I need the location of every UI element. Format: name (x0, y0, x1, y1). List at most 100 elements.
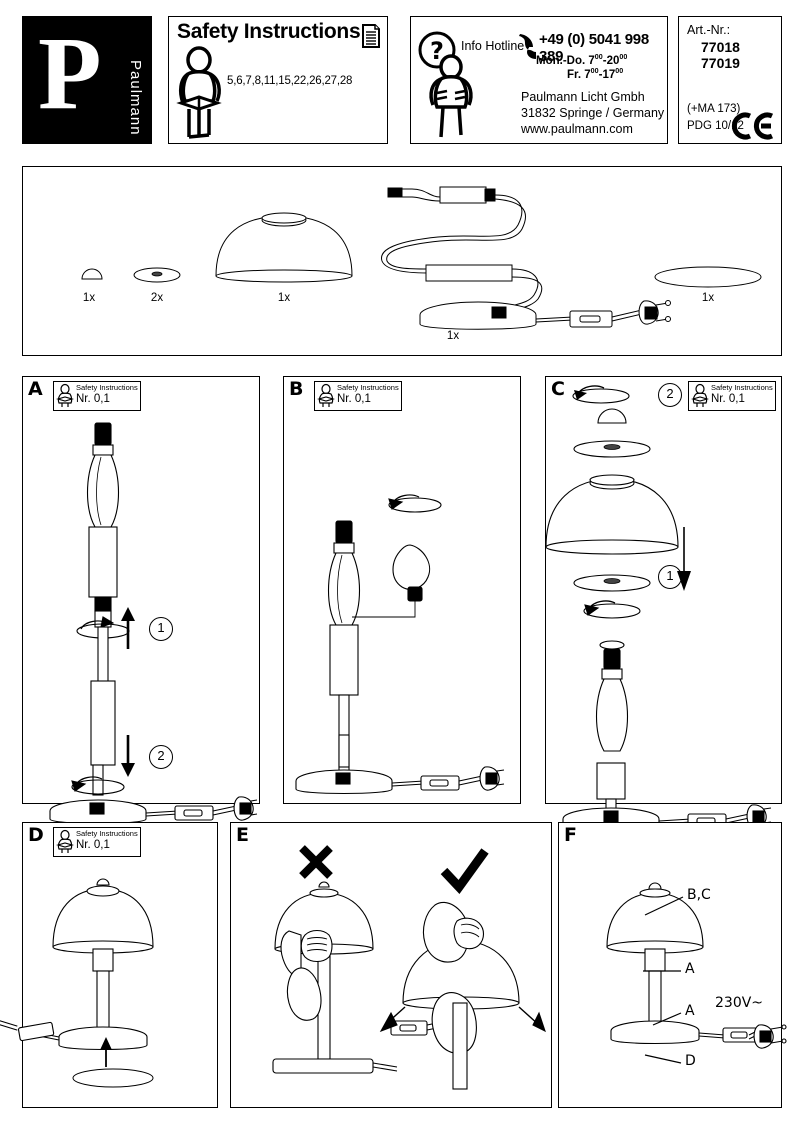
safety-instructions-box: Safety Instructions (168, 16, 388, 144)
part-qty-finial: 1x (82, 292, 96, 304)
telephone-icon (516, 33, 542, 61)
lamp-base-cord-a (49, 764, 258, 825)
safety-person-icon (690, 383, 710, 408)
correct-handling-illustration-e (379, 901, 546, 1090)
company-city: 31832 Springe / Germany (521, 106, 665, 120)
hotline-label: Info Hotline (461, 39, 525, 53)
part-lamp-base-with-cord (381, 186, 671, 330)
hotline-hours-weekday: Mon.-Do. 700-2000 (536, 53, 627, 67)
paulmann-logo: P Paulmann (22, 16, 152, 144)
hours-friday-days: Fr. (567, 68, 582, 81)
assembled-lamp-with-felt-pad-d (0, 878, 154, 1051)
part-finial-cap (81, 268, 103, 280)
hours-friday-from-sup: 00 (590, 67, 599, 75)
wrong-handling-illustration-e (272, 881, 398, 1074)
safety-person-icon (55, 829, 75, 854)
step-number-2-c: 2 (658, 383, 682, 407)
power-plug-f (748, 1024, 787, 1049)
label-shade-f: B,C (687, 887, 711, 903)
hours-weekday-from: 7 (588, 54, 595, 67)
safety-label-title-d: Safety Instructions (76, 829, 138, 838)
voltage-label-f: 230V~ (715, 995, 764, 1011)
safety-label-title-b: Safety Instructions (337, 383, 399, 392)
part-qty-base: 1x (446, 330, 460, 342)
safety-label-title-a: Safety Instructions (76, 383, 138, 392)
safety-label-title-c: Safety Instructions (711, 383, 773, 392)
cross-icon (299, 845, 333, 879)
label-base-f: A (685, 1003, 695, 1019)
hotline-hours-friday: Fr. 700-1700 (567, 67, 623, 81)
article-ma-code: (+MA 173) (687, 103, 741, 115)
panel-letter-d: D (28, 824, 44, 846)
person-reading-icon (175, 46, 227, 139)
company-address: Paulmann Licht Gmbh 31832 Springe / Germ… (521, 89, 664, 137)
safety-person-icon (55, 383, 75, 408)
part-felt-pad (654, 266, 762, 288)
hotline-number: +49 (0) 5041 998 389 (539, 31, 649, 65)
part-qty-washer: 2x (150, 292, 164, 304)
safety-person-icon (316, 383, 336, 408)
safety-label-nr-b: Nr. 0,1 (337, 393, 371, 405)
overview-panel-f: F (558, 822, 787, 1108)
step-number-1-a: 1 (149, 617, 173, 641)
step-panel-d: D Safety Instructions Nr. 0,1 (0, 822, 218, 1108)
article-label: Art.-Nr.: (687, 23, 731, 37)
svg-text:?: ? (430, 37, 444, 65)
company-website: www.paulmann.com (521, 122, 633, 136)
step-panel-c: C Safety Instructions Nr. 0,1 2 (545, 376, 782, 833)
part-qty-felt-pad: 1x (701, 292, 715, 304)
info-hotline-box: ? Info Hotline +49 (0) 5041 998 389 Mon.… (410, 16, 668, 144)
safety-label-nr-c: Nr. 0,1 (711, 393, 745, 405)
lamp-base-cord-b (295, 734, 505, 795)
safety-label-c: Safety Instructions Nr. 0,1 (688, 381, 776, 411)
check-icon (440, 848, 489, 895)
label-felt-pad-f: D (685, 1053, 696, 1069)
hours-weekday-from-sup: 00 (594, 53, 603, 61)
arrow-up-a (121, 607, 135, 649)
ce-mark-icon (731, 112, 775, 140)
hours-weekday-days: Mon.-Do. (536, 54, 586, 67)
article-number-2: 77019 (701, 55, 740, 71)
step-panel-b: B Safety Instructions Nr. 0,1 (283, 376, 521, 804)
panel-letter-f: F (564, 824, 577, 846)
safety-label-nr-a: Nr. 0,1 (76, 393, 110, 405)
shade-assembly-c (545, 408, 679, 752)
safety-title: Safety Instructions (177, 20, 361, 43)
safety-label-d: Safety Instructions Nr. 0,1 (53, 827, 141, 857)
article-number-box: Art.-Nr.: 77018 77019 (+MA 173) PDG 10/1… (678, 16, 782, 144)
safety-label-b: Safety Instructions Nr. 0,1 (314, 381, 402, 411)
article-pdg-code: PDG 10/12 (687, 120, 744, 132)
company-name: Paulmann Licht Gmbh (521, 90, 645, 104)
hours-weekday-to-sup: 00 (619, 53, 628, 61)
panel-letter-a: A (28, 378, 43, 400)
arrow-down-a (121, 735, 135, 777)
safety-reference-numbers: 5,6,7,8,11,15,22,26,27,28 (227, 75, 353, 87)
person-question-icon: ? (417, 31, 479, 139)
logo-brand-name: Paulmann (127, 60, 144, 136)
hours-friday-to: -17 (598, 68, 616, 81)
document-icon (359, 23, 381, 49)
leader-lines-f (643, 896, 684, 1064)
parts-overview-panel: 1x 2x 1x (22, 166, 782, 356)
label-socket-f: A (685, 961, 695, 977)
panel-letter-c: C (551, 378, 565, 400)
part-washer-disc (133, 267, 181, 283)
step-panel-a: A Safety Instructions Nr. 0,1 (22, 376, 260, 825)
part-glass-shade (215, 212, 353, 283)
hours-friday-from: 7 (584, 68, 591, 81)
warning-panel-e: E (230, 822, 552, 1108)
rotate-arrow-c-top (572, 385, 630, 404)
panel-letter-b: B (289, 378, 304, 400)
article-number-1: 77018 (701, 39, 740, 55)
arrow-up-d (100, 1037, 112, 1067)
step-number-2-a: 2 (149, 745, 173, 769)
step-number-1-c: 1 (658, 565, 682, 589)
safety-label-nr-d: Nr. 0,1 (76, 839, 110, 851)
panel-letter-e: E (236, 824, 249, 846)
hours-friday-to-sup: 00 (615, 67, 624, 75)
logo-letter: P (38, 16, 102, 131)
part-qty-shade: 1x (277, 292, 291, 304)
lamp-socket-assembly-a (76, 422, 130, 766)
felt-pad-d (72, 1068, 154, 1088)
